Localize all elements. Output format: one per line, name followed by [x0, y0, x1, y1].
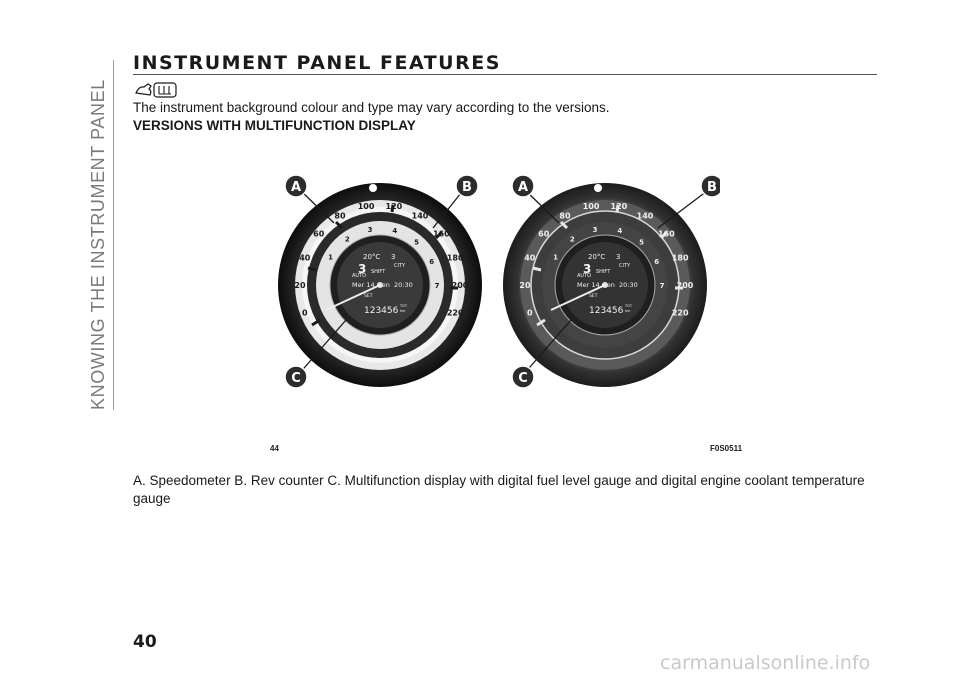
left-speed-label: 180 [447, 254, 464, 263]
right-display-tot: TOT [624, 304, 633, 308]
left-speed-label: 100 [358, 202, 375, 211]
left-rpm-label: 4 [392, 227, 397, 235]
right-speed-label: 200 [677, 281, 694, 290]
callout-a-right: A [511, 174, 535, 198]
right-rpm-label: 4 [617, 227, 622, 235]
left-rpm-label: 1 [328, 254, 333, 262]
callout-b-right: B [700, 174, 720, 198]
right-rpm-label: 1 [553, 254, 558, 262]
right-speed-label: 180 [672, 254, 689, 263]
right-display-clock: 20:30 [619, 281, 638, 289]
left-speed-label: 160 [433, 230, 450, 239]
svg-text:C: C [518, 371, 528, 386]
left-display-odometer: 123456 [364, 306, 399, 316]
left-speed-label: 20 [294, 281, 306, 290]
right-display-odometer: 123456 [589, 306, 624, 316]
right-speed-scale [532, 204, 683, 327]
right-display-city: CITY [619, 263, 631, 269]
right-speed-label: 100 [583, 202, 600, 211]
figure-number: 44 [270, 444, 279, 453]
figure-caption: A. Speedometer B. Rev counter C. Multifu… [133, 473, 865, 506]
intro-text: The instrument background colour and typ… [133, 100, 610, 115]
callout-b-left: B [455, 174, 479, 198]
site-watermark: carmanualsonline.info [660, 652, 871, 674]
callout-c-left: C [284, 365, 308, 389]
instrument-panel-figure: 20°C 3 3 SHIFT CITY AUTO Mer 14 Gen 20:3… [278, 174, 720, 389]
right-display: 20°C 3 3 SHIFT CITY AUTO Mer 14 Gen 20:3… [577, 253, 638, 316]
page-title: INSTRUMENT PANEL FEATURES [133, 52, 501, 74]
title-divider [133, 74, 877, 75]
right-display-auto: AUTO [577, 273, 591, 279]
left-display-set: SET [364, 293, 373, 299]
left-display-tot: TOT [399, 304, 408, 308]
left-speed-label: 60 [313, 230, 325, 239]
figure-code: F0S0511 [710, 444, 743, 453]
right-rpm-label: 5 [639, 238, 644, 246]
right-speed-label: 120 [611, 202, 628, 211]
right-display-gear: 3 [583, 262, 591, 276]
callout-c-right: C [511, 365, 535, 389]
right-rpm-label: 6 [654, 258, 659, 266]
svg-text:B: B [462, 180, 472, 195]
left-rpm-label: 2 [345, 235, 350, 243]
right-rpm-label: 2 [570, 235, 575, 243]
left-rpm-label: 5 [414, 238, 419, 246]
section-subheading: VERSIONS WITH MULTIFUNCTION DISPLAY [133, 118, 416, 133]
svg-text:A: A [518, 180, 528, 195]
version-badge-icon [135, 82, 177, 98]
left-speed-label: 0 [302, 308, 308, 317]
left-display-date: Mer 14 Gen [352, 281, 390, 289]
left-display-city: CITY [394, 263, 406, 269]
left-display-gear: 3 [358, 262, 366, 276]
right-speed-label: 140 [637, 212, 654, 221]
left-rpm-label: 7 [435, 282, 440, 290]
side-divider [113, 60, 114, 410]
left-speed-label: 140 [412, 212, 429, 221]
left-speed-label: 80 [334, 212, 346, 221]
right-rpm-label: 7 [660, 282, 665, 290]
left-speed-label: 200 [452, 281, 469, 290]
svg-text:A: A [291, 180, 301, 195]
section-side-label: KNOWING THE INSTRUMENT PANEL [80, 60, 120, 410]
left-display-shift: SHIFT [371, 269, 386, 275]
page-number: 40 [133, 632, 157, 652]
left-display: 20°C 3 3 SHIFT CITY AUTO Mer 14 Gen 20:3… [352, 253, 413, 316]
right-display-hours: 3 [616, 253, 620, 261]
right-display-km: km [625, 309, 631, 313]
left-display-auto: AUTO [352, 273, 366, 279]
left-display-clock: 20:30 [394, 281, 413, 289]
svg-text:C: C [291, 371, 301, 386]
section-label-text: KNOWING THE INSTRUMENT PANEL [88, 79, 108, 410]
left-speed-label: 40 [299, 254, 311, 263]
right-display-temperature: 20°C [588, 253, 605, 261]
left-rpm-label: 3 [368, 226, 373, 234]
right-display-date: Mer 14 Gen [577, 281, 615, 289]
right-rpm-label: 3 [593, 226, 598, 234]
right-speed-label: 80 [559, 212, 571, 221]
callout-a-left: A [284, 174, 308, 198]
left-display-km: km [400, 309, 406, 313]
right-display-shift: SHIFT [596, 269, 611, 275]
callout-lines [297, 187, 712, 376]
right-cluster [503, 183, 707, 387]
left-speed-label: 120 [386, 202, 403, 211]
left-display-temperature: 20°C [363, 253, 380, 261]
left-rpm-label: 6 [429, 258, 434, 266]
left-speed-scale [307, 204, 458, 327]
right-speed-label: 220 [672, 308, 689, 317]
right-speed-label: 20 [519, 281, 531, 290]
right-speed-label: 60 [538, 230, 550, 239]
right-speed-label: 0 [527, 308, 533, 317]
right-display-set: SET [589, 293, 598, 299]
svg-text:B: B [707, 180, 717, 195]
left-speed-label: 220 [447, 308, 464, 317]
left-cluster [278, 183, 482, 387]
right-speed-label: 160 [658, 230, 675, 239]
right-speed-label: 40 [524, 254, 536, 263]
left-display-hours: 3 [391, 253, 395, 261]
